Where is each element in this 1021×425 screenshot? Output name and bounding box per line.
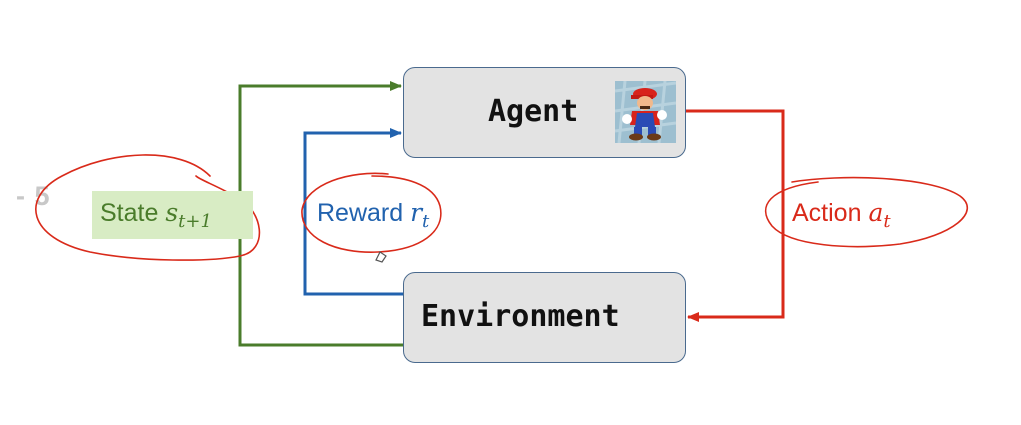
reward-annotation-pen-mark xyxy=(375,251,387,263)
reward-annotation-loop xyxy=(301,172,442,253)
agent-label: Agent xyxy=(488,94,579,129)
mario-avatar-icon xyxy=(615,81,676,143)
reward-connector xyxy=(303,128,403,296)
action-label: Action at xyxy=(792,198,891,232)
environment-node: Environment xyxy=(403,272,686,363)
state-label-text: State xyxy=(100,199,166,227)
action-symbol: a xyxy=(868,198,884,227)
environment-label: Environment xyxy=(421,299,620,334)
state-subscript: t+1 xyxy=(178,211,212,232)
state-label-highlight xyxy=(92,191,253,239)
reward-symbol: r xyxy=(410,198,423,227)
reward-label: Reward rt xyxy=(317,198,429,232)
state-label: State st+1 xyxy=(100,198,212,232)
action-label-text: Action xyxy=(792,199,869,227)
action-annotation-loop xyxy=(765,176,968,248)
action-connector xyxy=(686,109,785,322)
action-subscript: t xyxy=(883,211,891,232)
state-symbol: s xyxy=(165,198,179,227)
margin-mark: - 5 xyxy=(16,181,51,211)
reward-subscript: t xyxy=(422,211,430,232)
agent-node: Agent xyxy=(403,67,686,158)
reward-label-text: Reward xyxy=(317,199,411,227)
